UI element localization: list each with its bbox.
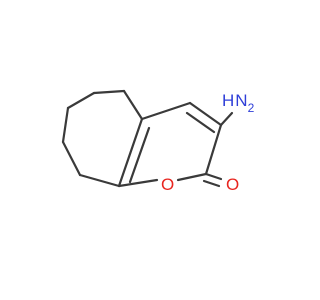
nitrogen-hydrogen-count: 2 <box>248 101 255 115</box>
bond-c4a-c4 <box>140 101 192 121</box>
bond-c2-o-carbonyl <box>204 172 223 181</box>
bond-c2-o1 <box>176 172 208 182</box>
bond-c4a-c9a <box>117 117 144 188</box>
bond-c4-c3 <box>188 101 223 127</box>
bond-c6-c7 <box>66 91 96 110</box>
carbonyl-oxygen-label: O <box>226 175 239 194</box>
ring-oxygen-label: O <box>161 175 174 194</box>
bond-c4-c3-double <box>185 111 216 134</box>
bond-c2-o-carbonyl-double <box>202 179 221 188</box>
bond-o1-c9a <box>117 178 159 188</box>
bond-c3-c2 <box>204 123 223 176</box>
structure-diagram: HN2 O O <box>61 89 255 194</box>
bond-c9-c9a <box>78 173 121 188</box>
nitrogen-hydrogen-symbol: H <box>222 91 234 110</box>
molecule-canvas: HN2 O O <box>61 89 255 194</box>
bond-c8-c9 <box>61 140 82 177</box>
bond-c7-c8 <box>61 106 70 144</box>
bond-c4a-c9a-double <box>128 126 151 184</box>
bond-c4a-c5 <box>122 89 144 121</box>
amino-group-label: HN2 <box>222 91 255 115</box>
bond-c5-c6 <box>92 89 126 95</box>
bond-c3-n <box>219 111 234 127</box>
nitrogen-symbol: N <box>235 91 247 110</box>
